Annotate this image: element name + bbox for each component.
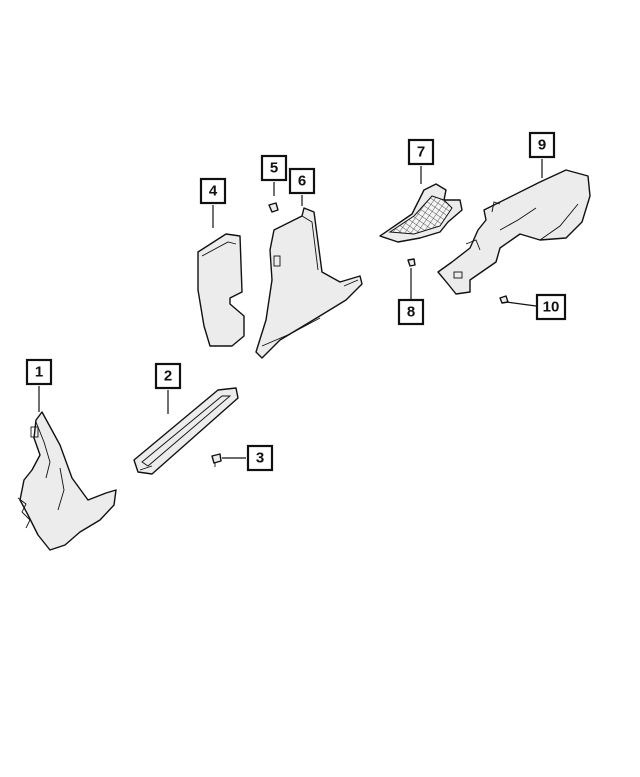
part-5-fastener	[268, 202, 279, 213]
callout-5-label: 5	[270, 160, 278, 177]
callout-4-label: 4	[209, 183, 218, 200]
callout-6-label: 6	[298, 173, 306, 190]
callout-5: 5	[260, 154, 288, 182]
part-1-cowl-side-trim	[17, 411, 117, 551]
callout-7: 7	[407, 138, 435, 166]
callout-6: 6	[288, 167, 316, 195]
callout-4: 4	[199, 177, 227, 205]
callout-3: 3	[246, 444, 274, 472]
callout-9-label: 9	[538, 137, 546, 154]
callout-2-label: 2	[164, 368, 172, 385]
callout-1: 1	[25, 358, 53, 386]
callout-9: 9	[528, 131, 556, 159]
callout-10-label: 10	[543, 299, 560, 316]
callout-7-label: 7	[417, 144, 425, 161]
callout-10: 10	[535, 293, 567, 321]
part-4-pillar-trim-panel	[197, 233, 245, 347]
callout-3-label: 3	[256, 450, 264, 467]
part-3-clip	[211, 453, 222, 467]
callout-8-label: 8	[407, 304, 415, 321]
part-7-cowl-grille	[379, 183, 463, 243]
leader-10	[505, 301, 537, 307]
part-6-pillar-lower-trim	[255, 207, 363, 359]
callout-8: 8	[397, 298, 425, 326]
callout-1-label: 1	[35, 364, 43, 381]
part-9-panel-bracket	[437, 169, 591, 295]
callout-2: 2	[154, 362, 182, 390]
part-2-sill-plate	[133, 387, 239, 475]
part-8-clip	[407, 258, 416, 267]
